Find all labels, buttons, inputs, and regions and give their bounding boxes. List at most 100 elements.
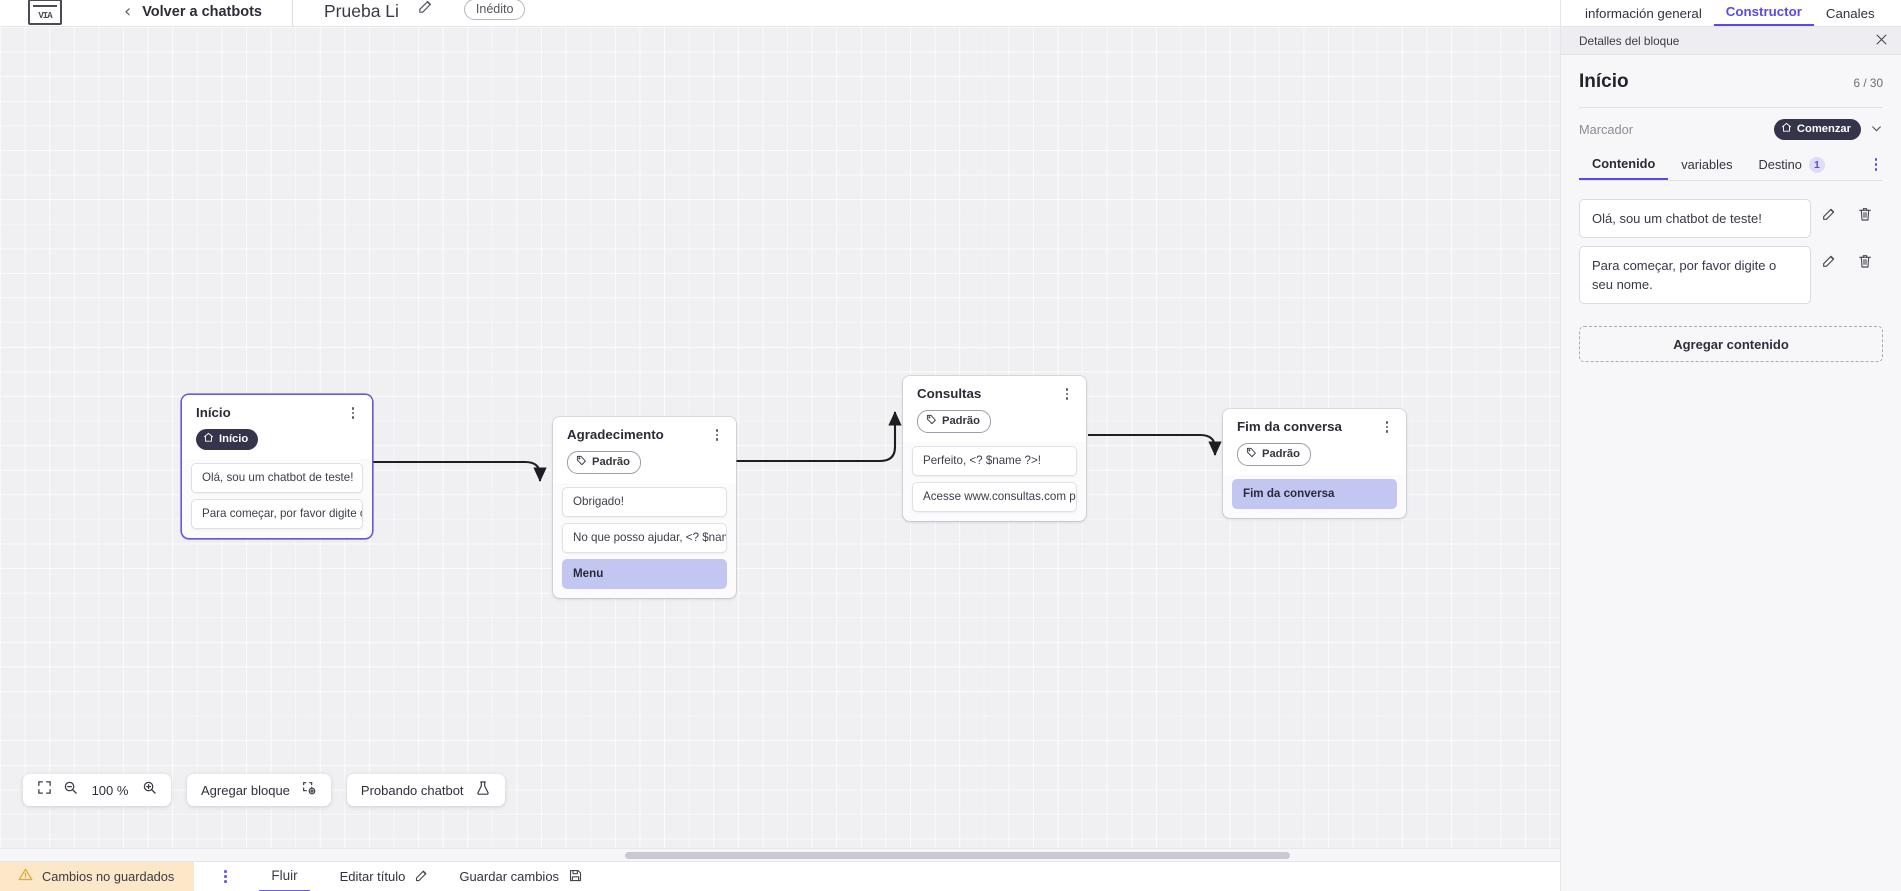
node-header: Agradecimento Padrão	[553, 417, 736, 483]
flow-node-consultas[interactable]: Consultas Padrão Perfeito, <? $name ?>! …	[903, 376, 1086, 521]
content-message[interactable]: Para começar, por favor digite o seu nom…	[1579, 246, 1811, 304]
tag-icon	[926, 414, 937, 428]
node-menu-button[interactable]	[1380, 419, 1394, 435]
block-title-row: Início 6 / 30	[1579, 55, 1883, 108]
content-message[interactable]: Olá, sou um chatbot de teste!	[1579, 199, 1811, 238]
node-body: Fim da conversa	[1223, 475, 1406, 518]
tab-informacion-general[interactable]: información general	[1585, 6, 1702, 21]
add-content-button[interactable]: Agregar contenido	[1579, 326, 1883, 362]
node-body: Perfeito, <? $name ?>! Acesse www.consul…	[903, 442, 1086, 521]
node-title: Consultas	[917, 386, 982, 401]
tab-destino-label: Destino	[1758, 157, 1802, 172]
fit-screen-icon[interactable]	[37, 780, 52, 800]
node-badge-default: Padrão	[567, 451, 641, 474]
zoom-out-icon[interactable]	[63, 780, 78, 800]
node-item[interactable]: Fim da conversa	[1232, 479, 1397, 509]
node-item[interactable]: Para começar, por favor digite o ...	[191, 499, 363, 529]
marker-row: Marcador Comenzar	[1579, 108, 1883, 152]
flask-icon	[475, 780, 491, 801]
unsaved-changes-indicator: Cambios no guardados	[0, 861, 195, 891]
node-menu-button[interactable]	[1060, 386, 1074, 402]
save-icon	[568, 868, 583, 886]
back-chevron-icon[interactable]: ‹	[124, 1, 132, 22]
tab-contenido-label: Contenido	[1592, 156, 1656, 171]
add-block-icon	[301, 780, 317, 801]
trash-icon[interactable]	[1847, 206, 1883, 222]
node-menu-button[interactable]	[346, 405, 360, 421]
tab-variables[interactable]: variables	[1668, 153, 1745, 179]
content-list: Olá, sou um chatbot de teste!	[1561, 181, 1901, 304]
panel-top-tabs: información general Constructor Canales	[1561, 0, 1901, 27]
pencil-icon[interactable]	[1811, 253, 1847, 269]
app-logo[interactable]: VIA	[28, 0, 62, 25]
node-item[interactable]: Obrigado!	[562, 487, 727, 517]
page-title: Prueba Li	[324, 1, 399, 21]
node-header: Consultas Padrão	[903, 376, 1086, 442]
zoom-controls: 100 %	[23, 774, 171, 806]
canvas-horizontal-scrollbar[interactable]	[0, 848, 1560, 861]
node-item[interactable]: Acesse www.consultas.com par...	[912, 482, 1077, 512]
marker-value-label: Comenzar	[1796, 123, 1851, 135]
tab-constructor[interactable]: Constructor	[1713, 4, 1814, 26]
node-menu-button[interactable]	[710, 427, 724, 443]
back-to-chatbots-link[interactable]: Volver a chatbots	[142, 4, 262, 20]
content-row: Olá, sou um chatbot de teste!	[1579, 199, 1883, 238]
pencil-icon[interactable]	[1811, 206, 1847, 222]
chevron-down-icon[interactable]	[1870, 122, 1883, 138]
save-changes-button[interactable]: Guardar cambios	[459, 868, 583, 886]
edit-title-label: Editar título	[339, 869, 406, 884]
zoom-in-icon[interactable]	[142, 780, 157, 800]
node-body: Olá, sou um chatbot de teste! Para começ…	[182, 459, 372, 538]
header-divider	[292, 0, 293, 26]
block-title: Início	[1579, 71, 1629, 92]
status-badge: Inédito	[463, 0, 526, 20]
node-item[interactable]: Menu	[562, 559, 727, 589]
node-header: Fim da conversa Padrão	[1223, 409, 1406, 475]
panel-subheader: Detalles del bloque	[1561, 27, 1901, 55]
flow-node-agradecimento[interactable]: Agradecimento Padrão Obrigado! No que po…	[553, 417, 736, 598]
tag-icon	[1246, 447, 1257, 461]
tab-destino[interactable]: Destino 1	[1745, 153, 1837, 180]
zoom-level: 100 %	[91, 782, 129, 798]
bottom-status-bar: Cambios no guardados Fluir Editar título…	[0, 861, 1560, 891]
save-changes-label: Guardar cambios	[459, 869, 560, 884]
node-item[interactable]: Perfeito, <? $name ?>!	[912, 446, 1077, 476]
unsaved-changes-label: Cambios no guardados	[42, 869, 175, 884]
block-count: 6 / 30	[1853, 76, 1883, 90]
panel-more-options-button[interactable]	[1869, 157, 1883, 172]
node-header: Início Início	[182, 395, 372, 459]
flow-node-fim-da-conversa[interactable]: Fim da conversa Padrão Fim da conversa	[1223, 409, 1406, 518]
node-badge-label: Padrão	[1262, 448, 1300, 460]
add-block-button[interactable]: Agregar bloque	[187, 774, 331, 806]
flow-node-inicio[interactable]: Início Início Olá, sou um chatbot de tes…	[182, 395, 372, 538]
destino-count-badge: 1	[1808, 156, 1825, 173]
add-block-label: Agregar bloque	[201, 782, 290, 798]
top-header: VIA ‹ Volver a chatbots Prueba Li Inédit…	[0, 0, 1560, 27]
tab-contenido[interactable]: Contenido	[1579, 152, 1669, 180]
content-row-actions	[1811, 246, 1883, 269]
node-item[interactable]: No que posso ajudar, <? $name ...	[562, 523, 727, 553]
flow-canvas[interactable]: Início Início Olá, sou um chatbot de tes…	[0, 27, 1560, 861]
more-vertical-icon[interactable]	[218, 869, 232, 884]
pencil-icon[interactable]	[417, 0, 434, 20]
node-body: Obrigado! No que posso ajudar, <? $name …	[553, 483, 736, 598]
trash-icon[interactable]	[1847, 253, 1883, 269]
node-badge-label: Início	[219, 433, 249, 445]
node-badge-default: Padrão	[1237, 443, 1311, 466]
pencil-icon	[414, 868, 429, 886]
close-icon[interactable]	[1874, 32, 1889, 50]
marker-select[interactable]: Comenzar	[1773, 119, 1883, 140]
edit-title-button[interactable]: Editar título	[340, 868, 430, 886]
tab-fluir[interactable]: Fluir	[259, 862, 310, 891]
panel-subheader-label: Detalles del bloque	[1579, 33, 1680, 48]
tab-canales[interactable]: Canales	[1825, 6, 1875, 21]
warning-icon	[18, 867, 33, 887]
test-chatbot-button[interactable]: Probando chatbot	[346, 774, 505, 806]
node-item[interactable]: Olá, sou um chatbot de teste!	[191, 463, 363, 493]
node-badge-default: Padrão	[917, 410, 991, 433]
scrollbar-thumb[interactable]	[625, 852, 1290, 859]
home-icon	[1781, 122, 1792, 136]
marker-label: Marcador	[1579, 122, 1634, 137]
canvas-toolbar: 100 % Agregar bloque Probando chatbot	[23, 774, 505, 806]
